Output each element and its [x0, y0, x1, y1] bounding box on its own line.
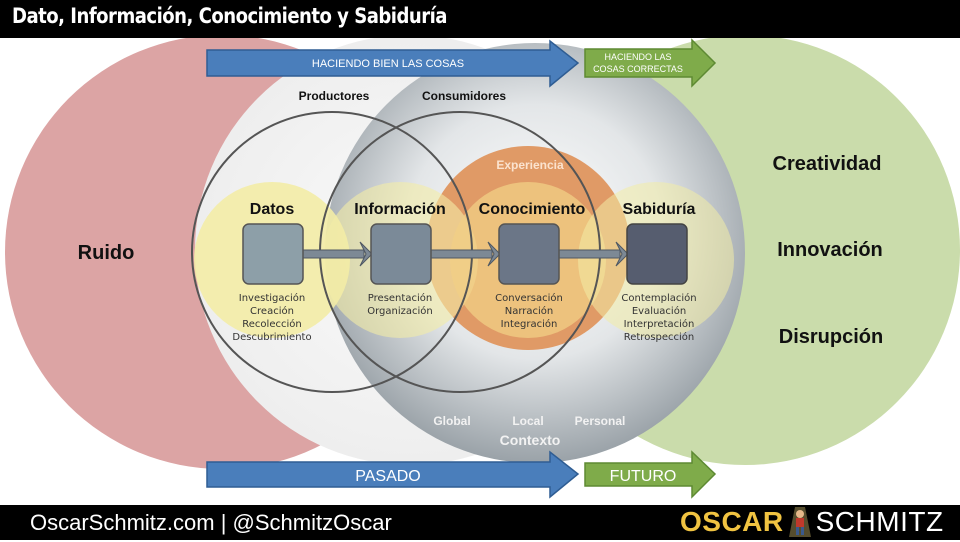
past-label: PASADO: [355, 468, 421, 485]
top-green-arrow-label-1: HACIENDO LAS: [604, 52, 671, 62]
activity: Contemplación: [621, 292, 696, 304]
context-scope-global: Global: [433, 414, 470, 428]
flow-arrows: [301, 241, 629, 267]
top-green-arrow-label-2: COSAS CORRECTAS: [593, 64, 683, 74]
brand-logo: OSCAR SCHMITZ: [680, 506, 944, 537]
activity: Investigación: [239, 292, 305, 304]
stage-title-informacion: Información: [354, 201, 446, 218]
activity: Integración: [501, 318, 558, 330]
activity: Narración: [505, 305, 554, 317]
activity: Recolección: [242, 318, 301, 330]
top-green-arrow: [584, 38, 717, 88]
activity: Presentación: [368, 292, 432, 304]
activity: Conversación: [495, 292, 563, 304]
consumers-label: Consumidores: [422, 89, 506, 103]
top-blue-arrow: [206, 39, 580, 88]
creativity-label: Creatividad: [773, 153, 882, 175]
experience-label: Experiencia: [496, 158, 564, 172]
activity: Interpretación: [624, 318, 695, 330]
sabiduria-activities: Contemplación Evaluación Interpretación …: [621, 292, 696, 343]
datos-activities: Investigación Creación Recolección Descu…: [232, 292, 311, 343]
stage-title-datos: Datos: [250, 201, 295, 218]
future-label: FUTURO: [610, 468, 677, 485]
context-scope-local: Local: [512, 414, 543, 428]
dikw-diagram: Datos Información Conocimiento Sabiduría…: [5, 38, 960, 499]
activity: Organización: [367, 305, 433, 317]
conocimiento-activities: Conversación Narración Integración: [495, 292, 563, 330]
conocimiento-box: [498, 223, 560, 285]
disruption-label: Disrupción: [779, 326, 883, 348]
noise-label: Ruido: [78, 242, 135, 264]
activity: Creación: [250, 305, 294, 317]
activity: Evaluación: [632, 305, 686, 317]
page-title: Dato, Información, Conocimiento y Sabidu…: [12, 4, 447, 28]
top-blue-arrow-label: HACIENDO BIEN LAS COSAS: [312, 58, 464, 70]
footer-links: OscarSchmitz.com | @SchmitzOscar: [30, 510, 392, 535]
producers-label: Productores: [299, 89, 370, 103]
stage-title-conocimiento: Conocimiento: [479, 201, 586, 218]
informacion-box: [370, 223, 432, 285]
datos-box: [242, 223, 304, 285]
context-label: Contexto: [500, 432, 561, 448]
stage-title-sabiduria: Sabiduría: [623, 201, 696, 218]
title-bar: [0, 0, 960, 38]
cartoon-figure-icon: [787, 507, 813, 537]
activity: Retrospección: [624, 331, 695, 343]
context-scope-personal: Personal: [575, 414, 626, 428]
bottom-blue-arrow: [206, 450, 580, 499]
brand-last-name: SCHMITZ: [815, 506, 944, 537]
innovation-label: Innovación: [777, 239, 883, 261]
bottom-green-arrow: [584, 450, 717, 499]
informacion-activities: Presentación Organización: [367, 292, 433, 317]
sabiduria-box: [626, 223, 688, 285]
activity: Descubrimiento: [232, 332, 311, 343]
brand-first-name: OSCAR: [680, 506, 784, 537]
